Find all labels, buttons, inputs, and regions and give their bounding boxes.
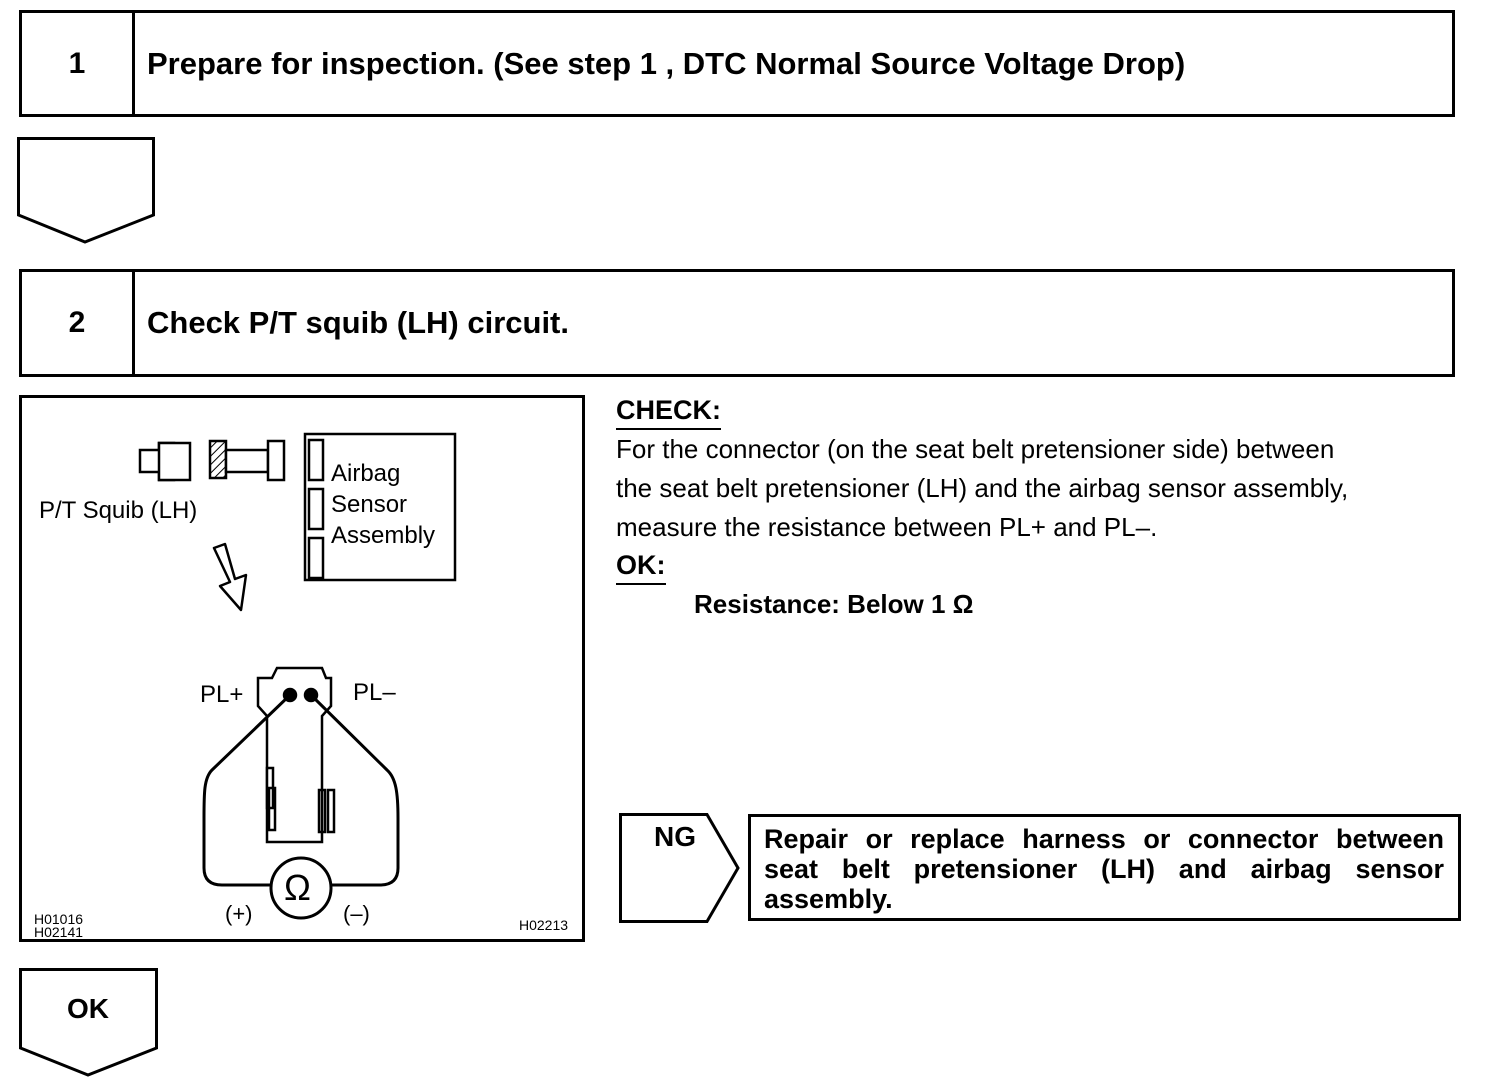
step-1-header: 1 Prepare for inspection. (See step 1 , …	[19, 10, 1455, 117]
figure-code-right: H02213	[519, 917, 569, 933]
check-heading: CHECK:	[616, 392, 721, 430]
ohmmeter-icon	[269, 856, 333, 920]
step-2-number: 2	[22, 272, 135, 374]
meter-leads	[202, 693, 400, 887]
ng-label: NG	[654, 821, 696, 852]
resistance-spec: Resistance: Below 1 Ω	[694, 589, 974, 619]
step-2-header: 2 Check P/T squib (LH) circuit.	[19, 269, 1455, 377]
check-section: CHECK: For the connector (on the seat be…	[616, 392, 1476, 624]
probe-minus-label: (–)	[343, 901, 370, 926]
ng-right-arrow	[619, 813, 740, 923]
sensor-label-line-3: Assembly	[331, 522, 436, 549]
inspection-diagram: P/T Squib (LH) Airbag Sensor Assembly PL…	[19, 395, 585, 942]
ok-down-arrow	[19, 968, 158, 1077]
ok-heading: OK:	[616, 547, 666, 585]
step-1-title: Prepare for inspection. (See step 1 , DT…	[147, 45, 1186, 81]
figure-code-2: H02141	[34, 924, 84, 940]
check-line-3: measure the resistance between PL+ and P…	[616, 512, 1158, 542]
airbag-sensor-box	[303, 432, 457, 582]
check-line-1: For the connector (on the seat belt pret…	[616, 434, 1335, 464]
harness-plug-icon	[224, 439, 286, 482]
figure-code-1: H01016	[34, 911, 84, 927]
check-line-2: the seat belt pretensioner (LH) and the …	[616, 473, 1349, 503]
ng-action-box: Repair or replace harness or connector b…	[748, 814, 1461, 921]
connector-diagram-drawing	[138, 432, 457, 920]
probe-plus-label: (+)	[225, 901, 253, 926]
pl-minus-label: PL–	[353, 679, 396, 706]
sensor-label-line-1: Airbag	[331, 460, 401, 487]
ohm-symbol: Ω	[284, 867, 311, 908]
ok-label: OK	[67, 993, 109, 1024]
squib-connector-icon	[138, 441, 192, 482]
sensor-label-line-2: Sensor	[331, 491, 408, 518]
step-1-number: 1	[22, 13, 135, 114]
pl-plus-label: PL+	[200, 681, 244, 708]
step-2-title: Check P/T squib (LH) circuit.	[147, 305, 569, 340]
measured-connector-icon	[256, 666, 336, 844]
hatched-connector-icon	[208, 439, 228, 480]
flow-down-arrow	[17, 137, 155, 244]
hollow-down-arrow-icon	[212, 542, 248, 612]
squib-label: P/T Squib (LH)	[39, 497, 198, 524]
